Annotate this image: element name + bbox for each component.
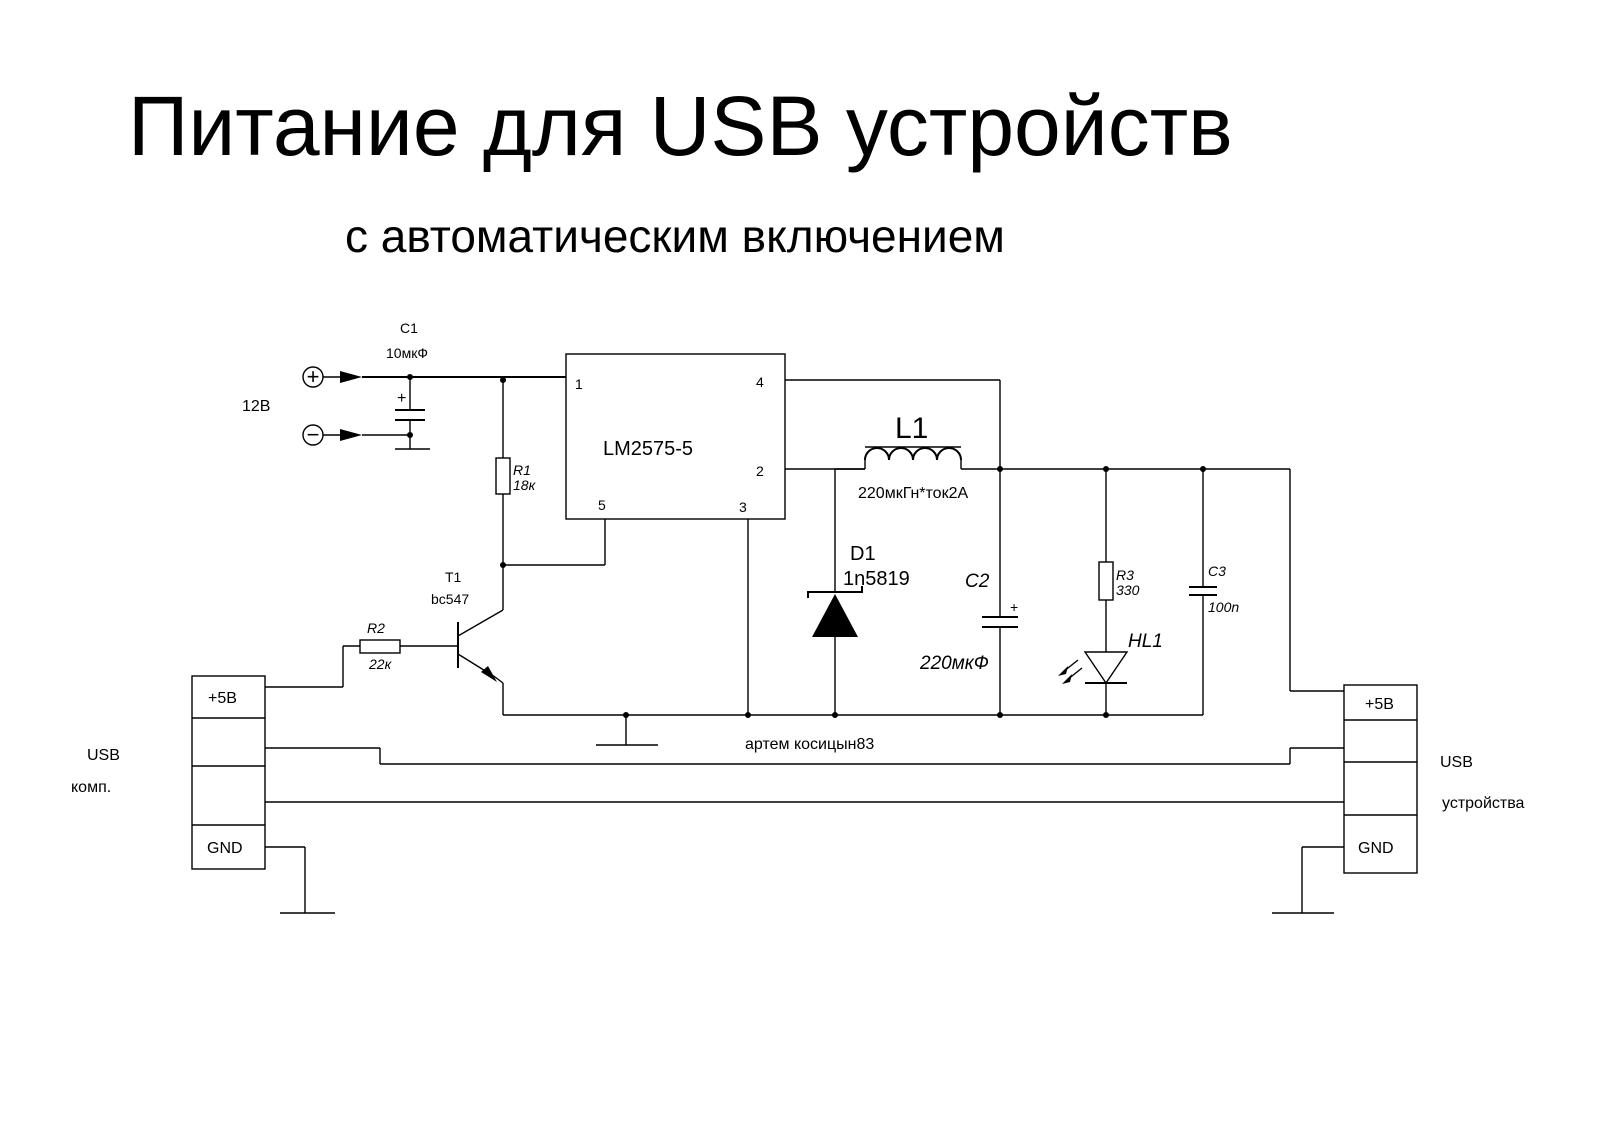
resistor-r3: R3 330 <box>1098 469 1140 652</box>
transistor-t1: T1 bc547 <box>400 565 504 715</box>
c1-name: C1 <box>400 320 418 336</box>
svg-text:18к: 18к <box>513 477 537 493</box>
svg-text:1: 1 <box>575 376 583 392</box>
svg-text:330: 330 <box>1116 582 1140 598</box>
diode-d1: D1 1n5819 <box>807 469 910 715</box>
page-title: Питание для USB устройств <box>128 79 1233 173</box>
author-caption: артем косицын83 <box>745 736 874 753</box>
svg-text:bc547: bc547 <box>431 591 469 607</box>
page-subtitle: с автоматическим включением <box>345 210 1005 262</box>
svg-text:220мкФ: 220мкФ <box>919 653 989 674</box>
svg-text:+5В: +5В <box>208 690 237 707</box>
usb-right-label: USB <box>1440 754 1473 771</box>
svg-text:+: + <box>307 364 320 389</box>
svg-text:R2: R2 <box>367 620 385 636</box>
inductor-l1: L1 220мкГн*ток2А <box>858 412 968 502</box>
usb-connector-right: +5В GND USB устройства <box>1343 684 1525 874</box>
svg-text:1n5819: 1n5819 <box>843 568 910 590</box>
svg-text:4: 4 <box>756 374 764 390</box>
capacitor-c3: C3 100n <box>1189 469 1239 715</box>
capacitor-c2: + C2 220мкФ <box>919 469 1018 715</box>
svg-text:GND: GND <box>1358 840 1394 857</box>
svg-text:GND: GND <box>207 840 243 857</box>
arrow-right-icon <box>340 429 362 441</box>
svg-text:C3: C3 <box>1208 563 1226 579</box>
svg-text:L1: L1 <box>895 412 928 445</box>
svg-text:3: 3 <box>739 499 747 515</box>
svg-text:R3: R3 <box>1116 567 1134 583</box>
ic-name: LM2575-5 <box>603 438 693 460</box>
resistor-r1: R1 18к <box>495 380 537 565</box>
svg-text:5: 5 <box>598 497 606 513</box>
svg-text:220мкГн*ток2А: 220мкГн*ток2А <box>858 485 968 502</box>
svg-text:+5В: +5В <box>1365 696 1394 713</box>
svg-text:+: + <box>397 390 406 407</box>
resistor-r2: R2 22к <box>265 620 401 688</box>
svg-text:22к: 22к <box>368 656 393 672</box>
c1-value: 10мкФ <box>386 345 428 361</box>
input-voltage-label: 12В <box>242 398 270 415</box>
svg-text:+: + <box>1010 599 1018 615</box>
svg-text:D1: D1 <box>850 543 876 565</box>
usb-left-label: USB <box>87 747 120 764</box>
usb-right-sublabel: устройства <box>1442 795 1525 812</box>
svg-text:C2: C2 <box>965 571 990 592</box>
svg-text:T1: T1 <box>445 569 462 585</box>
svg-text:HL1: HL1 <box>1128 631 1163 652</box>
arrow-right-icon <box>340 371 362 383</box>
svg-text:−: − <box>307 422 320 447</box>
svg-text:R1: R1 <box>513 462 531 478</box>
power-input: + − 12В <box>242 364 362 447</box>
led-hl1: HL1 <box>1058 631 1163 715</box>
capacitor-c1: + C1 10мкФ <box>386 320 430 450</box>
svg-text:2: 2 <box>756 463 764 479</box>
usb-left-sublabel: комп. <box>71 779 111 796</box>
regulator-ic: LM2575-5 1 4 2 3 5 <box>565 353 786 520</box>
usb-connector-left: +5В GND USB комп. <box>71 675 266 870</box>
svg-text:100n: 100n <box>1208 599 1239 615</box>
